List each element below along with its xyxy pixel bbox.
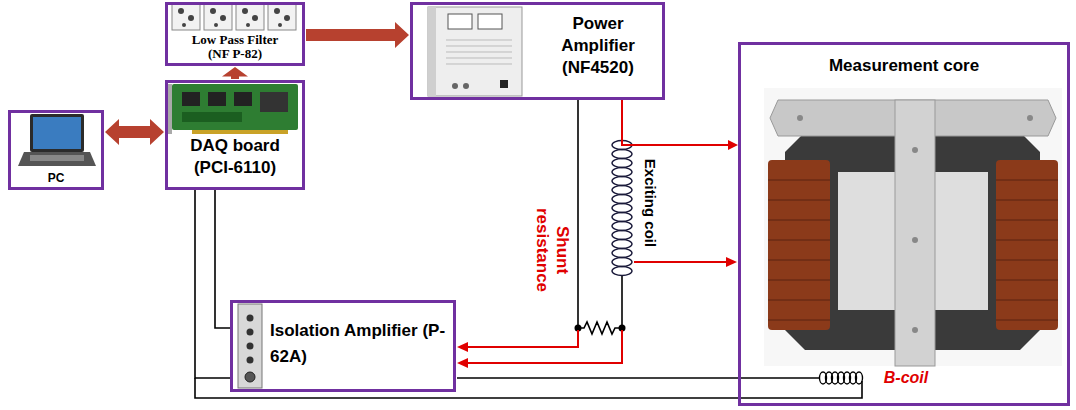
filter-module [236, 4, 264, 30]
filter-knobs [178, 8, 290, 27]
module-body [238, 304, 262, 388]
chip [260, 92, 288, 112]
winding-right [996, 160, 1058, 330]
cabinet-body [428, 7, 522, 96]
power-switch [500, 80, 508, 88]
label-holder: Shunt resistance [532, 200, 572, 300]
bcoil-wire [195, 378, 862, 398]
daq-board-picture [168, 84, 298, 134]
filter-module [204, 4, 232, 30]
terminal [452, 83, 458, 89]
sense-wire [467, 330, 578, 347]
bcoil-wire [457, 377, 819, 379]
chip [182, 92, 200, 106]
label-holder: Exciting coil [640, 143, 660, 263]
cabinet-side [428, 7, 436, 96]
block-arrow [105, 119, 164, 145]
laptop-keyboard [30, 155, 84, 161]
block-arrow [222, 67, 248, 79]
pc-box: PC [8, 110, 104, 190]
laptop-screen [30, 114, 84, 152]
block-arrow [306, 22, 409, 48]
wire [577, 100, 579, 328]
laptop-base [18, 152, 96, 166]
board-bracket [168, 84, 172, 134]
node-text: Low Pass Filter (NF P-82) [180, 33, 290, 61]
filter-module [172, 4, 200, 30]
sensor-label: B-coil [884, 368, 928, 388]
filter-module [268, 4, 296, 30]
resistor-label: Shunt resistance [532, 200, 572, 300]
meter [448, 14, 472, 29]
chip-row [182, 112, 242, 122]
drive-wire [634, 261, 727, 263]
isolation-amplifier-box: Isolation Amplifier (P-62A) [230, 300, 456, 392]
circuit-wiring [195, 100, 863, 398]
wire [621, 275, 623, 328]
laptop-icon [18, 114, 96, 166]
core-photo [764, 88, 1062, 366]
node-text: Measurement core [801, 55, 1007, 77]
resistor-symbol [578, 322, 622, 334]
winding-left [768, 160, 830, 330]
signal-wire [195, 190, 230, 378]
clamp-bar [895, 100, 935, 366]
node-text: PC [15, 171, 97, 185]
signal-wire [215, 190, 230, 328]
edge-connector [192, 130, 288, 134]
meter [478, 14, 502, 29]
label-holder: B-coil [866, 368, 946, 388]
isolation-module [238, 304, 262, 388]
core-box: Measurement core [738, 42, 1070, 406]
photo-ground [764, 88, 1062, 366]
circuit-board [172, 84, 298, 130]
filter-modules [172, 4, 296, 30]
arrow-head [457, 342, 468, 352]
winding-turns [768, 180, 1058, 320]
bcoil-symbol [820, 372, 863, 384]
cabinet-vents [446, 40, 512, 64]
node-text: DAQ board (PCI-6110) [170, 135, 300, 179]
terminal [463, 83, 469, 89]
chip [234, 92, 252, 106]
amplifier-box: Power Amplifier (NF4520) [410, 2, 665, 100]
daq-box: DAQ board (PCI-6110) [165, 80, 305, 190]
coil-label: Exciting coil [640, 157, 660, 249]
node-text: Isolation Amplifier (P-62A) [270, 318, 446, 370]
amplifier-cabinet [428, 7, 522, 96]
arrow-head [457, 358, 468, 368]
chip [208, 92, 226, 106]
node-text: Power Amplifier (NF4520) [537, 13, 659, 79]
filter-box: Low Pass Filter (NF P-82) [165, 2, 305, 66]
sense-wire [467, 330, 622, 363]
laptop-display [33, 117, 81, 149]
arrow-head [726, 257, 737, 267]
signal-wire [622, 100, 738, 150]
exciting-coil-symbol [612, 141, 632, 276]
